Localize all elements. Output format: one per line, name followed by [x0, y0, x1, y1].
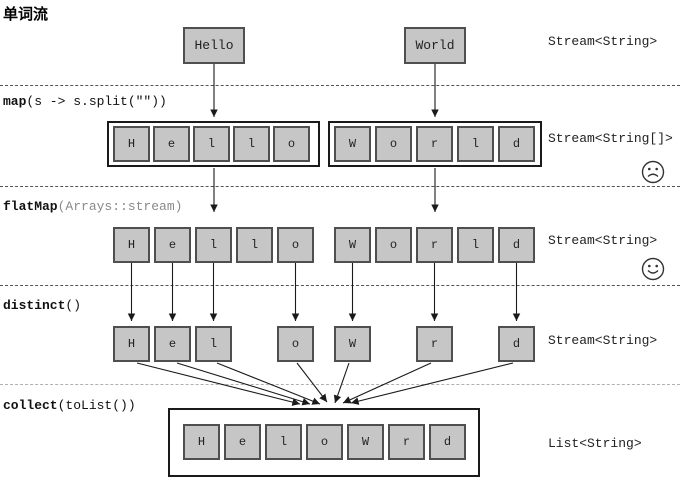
stage-divider: [0, 384, 680, 385]
stage-divider: [0, 186, 680, 187]
letter-cell: l: [265, 424, 302, 460]
letter-cell: W: [334, 227, 371, 263]
stage-divider: [0, 85, 680, 86]
stage-label-distinct: distinct(): [3, 298, 81, 313]
letter-cell: r: [416, 326, 453, 362]
sad-face-icon: [641, 160, 665, 184]
stage-label-map: map(s -> s.split("")): [3, 94, 167, 109]
fn-args: (Arrays::stream): [57, 199, 183, 214]
fn-name: flatMap: [3, 199, 58, 214]
page-title: 单词流: [3, 5, 49, 23]
type-label-stream-string-2: Stream<String>: [548, 233, 658, 248]
letter-cell: e: [224, 424, 261, 460]
letter-cell: W: [334, 126, 371, 162]
letter-cell: e: [154, 326, 191, 362]
word-box-hello: Hello: [183, 27, 245, 64]
letter-cell: o: [375, 227, 412, 263]
letter-cell: l: [233, 126, 270, 162]
letter-cell: o: [277, 326, 314, 362]
letter-cell: d: [429, 424, 466, 460]
letter-cell: l: [457, 126, 494, 162]
word-box-world: World: [404, 27, 466, 64]
fn-name: collect: [3, 398, 58, 413]
letter-cell: H: [183, 424, 220, 460]
fn-args: (toList()): [57, 398, 136, 413]
letter-cell: H: [113, 126, 150, 162]
fn-name: distinct: [3, 298, 66, 313]
letter-cell: d: [498, 326, 535, 362]
type-label-list-string: List<String>: [548, 436, 642, 451]
letter-cell: l: [457, 227, 494, 263]
letter-cell: o: [277, 227, 314, 263]
type-label-stream-string-array: Stream<String[]>: [548, 131, 673, 146]
stage-divider: [0, 285, 680, 286]
letter-cell: W: [347, 424, 384, 460]
fn-args: (s -> s.split("")): [26, 94, 167, 109]
array-container-hello: H e l l o: [107, 121, 320, 167]
fn-name: map: [3, 94, 27, 109]
letter-cell: r: [388, 424, 425, 460]
type-label-stream-string-3: Stream<String>: [548, 333, 658, 348]
letter-cell: o: [273, 126, 310, 162]
letter-cell: e: [153, 126, 190, 162]
letter-cell: r: [416, 227, 453, 263]
stage-label-collect: collect(toList()): [3, 398, 136, 413]
letter-cell: o: [306, 424, 343, 460]
letter-cell: l: [195, 326, 232, 362]
letter-cell: l: [195, 227, 232, 263]
letter-cell: d: [498, 227, 535, 263]
array-container-world: W o r l d: [328, 121, 542, 167]
letter-cell: H: [113, 227, 150, 263]
letter-cell: l: [193, 126, 230, 162]
letter-cell: l: [236, 227, 273, 263]
letter-cell: r: [416, 126, 453, 162]
stage-label-flatmap: flatMap(Arrays::stream): [3, 199, 182, 214]
smiley-face-icon: [641, 257, 665, 281]
letter-cell: e: [154, 227, 191, 263]
type-label-stream-string-1: Stream<String>: [548, 34, 658, 49]
letter-cell: W: [334, 326, 371, 362]
list-container: H e l o W r d: [168, 408, 480, 477]
letter-cell: H: [113, 326, 150, 362]
letter-cell: d: [498, 126, 535, 162]
fn-args: (): [65, 298, 82, 313]
letter-cell: o: [375, 126, 412, 162]
